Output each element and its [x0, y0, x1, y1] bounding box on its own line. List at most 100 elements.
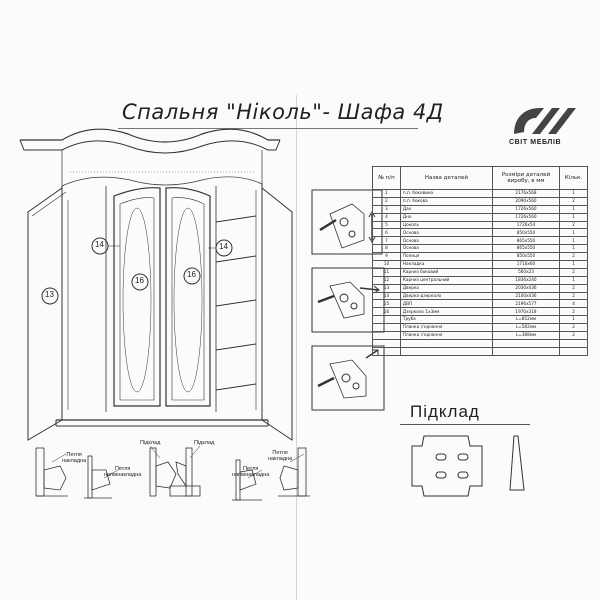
- hinge-label-1-line2: накладна: [62, 458, 87, 464]
- cell-number: 6: [372, 228, 401, 238]
- hinge-label-4-line1: Підклад: [194, 440, 215, 446]
- hinge-label-6-line1: Петля: [272, 450, 288, 456]
- cell-qty: 2: [559, 267, 588, 277]
- cell-name: Карниз центральний: [399, 275, 493, 285]
- hinge-label-4: Підклад: [194, 440, 214, 446]
- cell-name: Основа: [399, 244, 493, 254]
- callout-16-left: 16: [135, 276, 144, 285]
- hinge-label-5-line2: напівнакладна: [232, 472, 270, 478]
- cell-size: 2030x436: [491, 283, 561, 293]
- cell-qty: 1: [559, 244, 588, 254]
- col-name: Назва деталей: [399, 166, 493, 190]
- cell-size: L=582мм: [491, 323, 561, 333]
- cell-size: 850x550: [491, 252, 561, 262]
- hinge-label-6: Петля накладна: [268, 450, 292, 462]
- cell-qty: 1: [559, 275, 588, 285]
- cell-size: 1716x60: [491, 260, 561, 269]
- hinge-types-row: [35, 445, 310, 501]
- cell-number: 8: [372, 244, 401, 254]
- cell-name: Полиця: [399, 252, 493, 262]
- cell-qty: 1: [559, 260, 588, 269]
- cell-number: 13: [372, 283, 401, 293]
- cell-qty: [559, 346, 588, 356]
- col-size: Розміри деталей виробу, в мм: [491, 166, 561, 190]
- cell-name: Карниз боковий: [399, 267, 493, 277]
- cell-size: [491, 338, 561, 348]
- cell-number: 1: [372, 189, 401, 198]
- cell-number: 15: [372, 299, 401, 309]
- cell-qty: 2: [559, 323, 588, 333]
- hinge-label-6-line2: накладна: [268, 456, 293, 462]
- cell-number: 11: [372, 267, 401, 277]
- cell-size: [491, 346, 561, 356]
- cell-size: 1726x560: [491, 212, 561, 222]
- pidklad-heading: Підклад: [410, 402, 480, 421]
- brand-logo: [514, 108, 576, 134]
- cell-name: п.п. боковина: [399, 189, 493, 198]
- cell-number: 14: [372, 291, 401, 301]
- cell-number: 12: [372, 275, 401, 285]
- cell-size: L=388мм: [491, 331, 561, 340]
- cell-size: 2176x568: [491, 189, 561, 198]
- cell-number: 5: [372, 220, 401, 230]
- callout-16-right: 16: [187, 270, 196, 279]
- cell-name: Планка з'єднання: [399, 331, 493, 340]
- cell-qty: 1: [559, 212, 588, 222]
- cell-name: ДВП: [399, 299, 493, 309]
- cell-number: 4: [372, 212, 401, 222]
- table-row: [372, 338, 588, 348]
- cell-name: п.п. бокова: [399, 196, 493, 206]
- cell-qty: 4: [559, 299, 588, 309]
- cell-number: [372, 315, 401, 325]
- hinge-label-5: Петля напівнакладна: [232, 466, 269, 478]
- cell-size: 2196x577: [491, 299, 561, 309]
- cell-qty: 1: [559, 228, 588, 238]
- cell-size: 1726x54: [491, 220, 561, 230]
- cell-qty: 2: [559, 331, 588, 340]
- cell-name: Основа: [399, 228, 493, 238]
- table-row: [372, 346, 588, 356]
- cell-size: 560x23: [491, 267, 561, 277]
- cell-qty: 1: [559, 189, 588, 198]
- cell-number: [372, 323, 401, 333]
- cell-size: 865x550: [491, 236, 561, 246]
- cell-qty: 2: [559, 307, 588, 317]
- cell-size: 2100x436: [491, 291, 561, 301]
- cell-number: 9: [372, 252, 401, 262]
- cell-number: 10: [372, 260, 401, 269]
- cell-name: Планка з'єднання: [399, 323, 493, 333]
- parts-table-header: № п/п Назва деталей Розміри деталей виро…: [372, 166, 588, 190]
- hinge-label-3: Підклад: [140, 440, 160, 446]
- hinge-label-1-line1: Петля: [66, 452, 82, 458]
- brand-name: СВІТ МЕБЛІВ: [509, 139, 562, 146]
- cell-number: [372, 331, 401, 340]
- hinge-label-2-line2: напівнакладна: [104, 472, 142, 478]
- cell-name: Дверка-дзеркало: [399, 291, 493, 301]
- cell-size: L=852мм: [491, 315, 561, 325]
- cell-name: Накладка: [399, 260, 493, 269]
- cell-number: 7: [372, 236, 401, 246]
- pidklad-underline: [400, 424, 530, 425]
- cell-qty: 2: [559, 283, 588, 293]
- page-fold: [296, 95, 297, 600]
- cell-size: 850x550: [491, 228, 561, 238]
- cell-qty: 1: [559, 204, 588, 214]
- cell-qty: 2: [559, 252, 588, 262]
- cell-size: 1970x318: [491, 307, 561, 317]
- cell-qty: 2: [559, 291, 588, 301]
